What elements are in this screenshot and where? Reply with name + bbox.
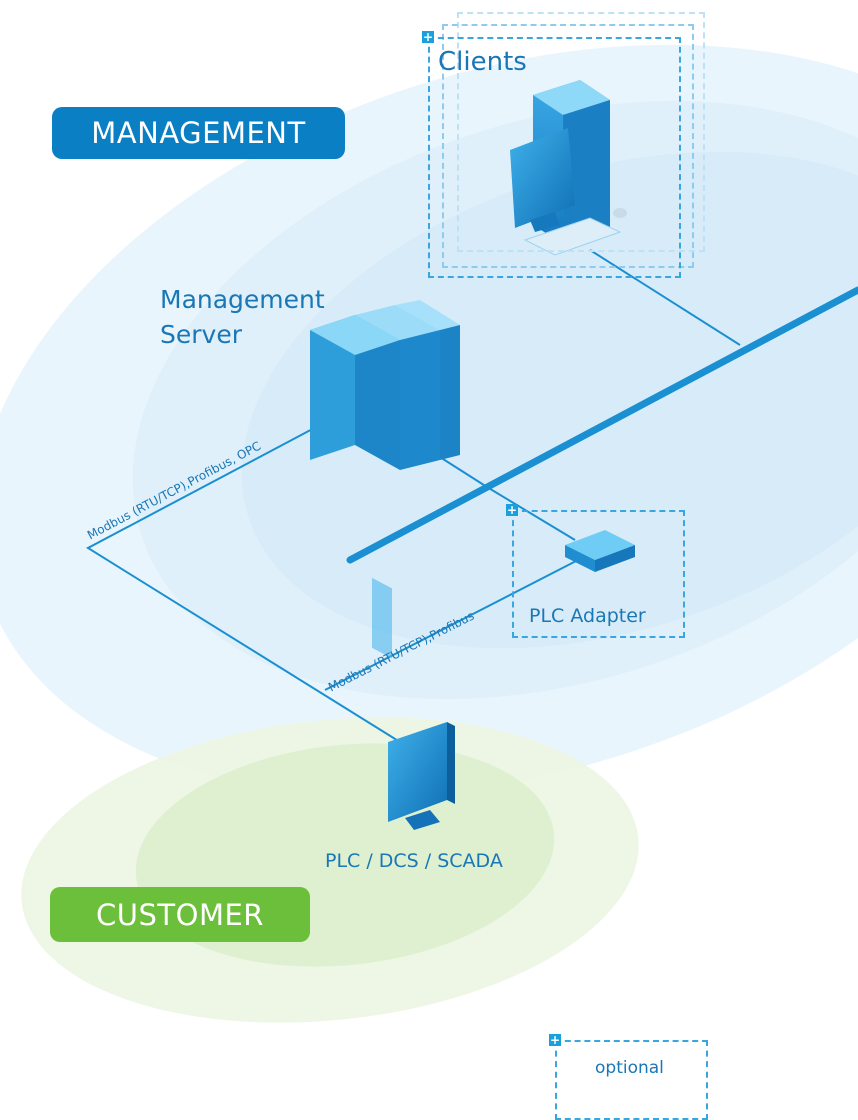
plc-adapter-label: PLC Adapter <box>529 605 646 627</box>
server-to-plc-link <box>85 424 401 743</box>
customer-zone-badge: CUSTOMER <box>50 887 310 942</box>
plc-adapter-icon <box>565 530 635 572</box>
monitor-icon <box>510 128 575 228</box>
management-zone-inner <box>241 151 858 649</box>
management-zone <box>0 44 858 796</box>
backbone-to-adapter-link <box>486 486 576 541</box>
clients-stack-middle <box>442 24 694 268</box>
plc-adapter-optional-plus-icon: + <box>506 503 518 517</box>
plc-dcs-scada-label: PLC / DCS / SCADA <box>325 850 503 872</box>
legend-optional-box <box>555 1040 708 1120</box>
network-backbone <box>346 286 858 564</box>
mouse-icon <box>613 208 627 218</box>
management-server-label-line2: Server <box>160 320 242 349</box>
connection-lines <box>85 249 741 743</box>
clients-workstation-icon <box>510 80 627 256</box>
management-server-label-line1: Management <box>160 285 325 314</box>
plc-adapter-optional-box <box>512 510 685 638</box>
adapter-to-plc-link <box>324 559 579 691</box>
legend-optional-label: optional <box>595 1058 664 1078</box>
clients-optional-plus-icon: + <box>422 30 434 44</box>
legend-plus-icon: + <box>549 1033 561 1047</box>
clients-label: Clients <box>438 47 527 77</box>
plc-dcs-scada-monitor-icon <box>388 722 455 830</box>
clients-to-backbone-link <box>589 249 741 346</box>
management-zone-badge: MANAGEMENT <box>52 107 345 159</box>
management-server-icon <box>310 300 460 659</box>
clients-optional-box <box>428 37 681 278</box>
clients-stack-back <box>457 12 705 252</box>
